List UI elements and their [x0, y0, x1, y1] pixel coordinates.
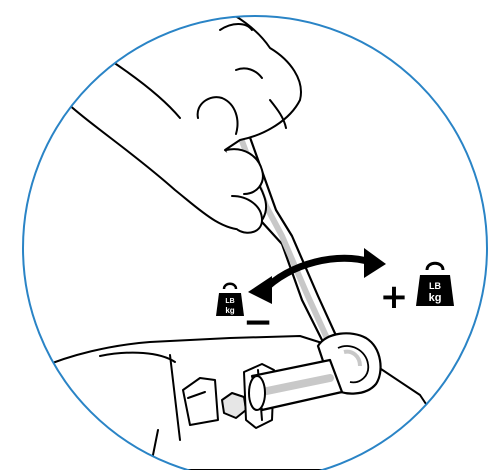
- plus-sign: +: [380, 277, 409, 317]
- weight-label-bottom: kg: [225, 306, 234, 315]
- weight-label-bottom: kg: [429, 292, 442, 304]
- weight-label-top: LB: [225, 298, 234, 305]
- increase-indicator: + LB kg: [380, 263, 454, 317]
- minus-sign: −: [243, 302, 273, 343]
- weight-icon: LB kg: [416, 263, 454, 306]
- hand: [40, 0, 301, 233]
- weight-label-top: LB: [429, 281, 441, 291]
- weight-icon: LB kg: [216, 284, 244, 316]
